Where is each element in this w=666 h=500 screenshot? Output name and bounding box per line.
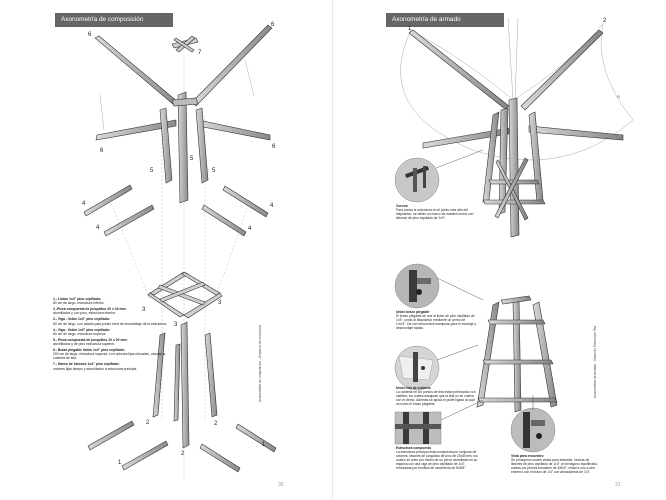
right-page-title: Axonometría de armado — [386, 13, 504, 27]
label-6: 6 — [100, 148, 104, 154]
frame-3 — [147, 271, 223, 319]
label-1: 1 — [408, 26, 412, 32]
label-2: 2 — [146, 420, 150, 426]
label-2: 2 — [603, 18, 607, 24]
detail-photo-crown — [394, 157, 440, 203]
legend-item: 7.- Marco de listones 1x4" pino cepillad… — [53, 362, 138, 371]
label-1: 1 — [118, 460, 122, 466]
leader-lines — [435, 149, 534, 421]
legend-item: 6.- Brazo plegable listón 1x3" pino cepi… — [53, 348, 166, 361]
assembled-tower-top — [482, 97, 546, 238]
bars-4 — [83, 184, 269, 237]
label-5: 5 — [150, 168, 154, 174]
legend-item: 2.-Pieza compuesta de junquillos 20 x 30… — [53, 307, 127, 316]
left-vertical-caption: Axonometría de composición - Despiece de… — [258, 325, 262, 402]
label-A: A — [617, 94, 621, 99]
label-6: 6 — [271, 22, 275, 28]
detail-photos — [394, 157, 556, 453]
right-vertical-caption: Axonometría de armado - Vistas de Estruc… — [593, 325, 597, 398]
label-3: 3 — [174, 322, 178, 328]
legend-item: 5.- Pieza compuesta de junquillos 20 x 2… — [53, 337, 128, 347]
detail-photo-joint — [510, 407, 556, 453]
column-pieces-2 — [152, 321, 218, 449]
right-page: Axonometría de armado — [333, 0, 666, 500]
label-1: 1 — [262, 442, 266, 448]
label-5: 5 — [212, 168, 216, 174]
label-6: 6 — [272, 144, 276, 150]
detail-photo-structure — [394, 411, 442, 445]
parts-legend: 1.- Listón 1x4" pino cepillado:60 cm de … — [53, 297, 173, 373]
right-page-number: 31 — [615, 482, 621, 488]
legend-item: 1.- Listón 1x4" pino cepillado:60 cm de … — [53, 297, 105, 306]
left-page-title: Axonometría de composición — [55, 13, 173, 27]
composition-axonometric-drawing: 6 7 6 6 6 5 5 5 4 4 4 4 3 3 3 2 2 2 1 1 — [82, 22, 277, 480]
bars-1 — [87, 420, 277, 473]
assembly-labels: 1 2 A — [408, 18, 621, 99]
detail-photo-fabric — [394, 345, 440, 391]
label-4: 4 — [248, 226, 252, 232]
left-page-number: 30 — [278, 482, 284, 488]
legend-item: 3.- Viga - listón 1x3" pino cepillado:60… — [53, 317, 168, 326]
label-7: 7 — [198, 50, 202, 56]
dimension-marks — [99, 59, 255, 131]
label-4: 4 — [96, 225, 100, 231]
label-3: 3 — [142, 307, 146, 313]
left-page: Axonometría de composición — [53, 13, 284, 488]
label-2: 2 — [181, 451, 185, 457]
guide-lines — [109, 55, 251, 480]
label-4: 4 — [82, 201, 86, 207]
label-3: 3 — [218, 300, 222, 306]
label-6: 6 — [88, 32, 92, 38]
legend-item: 4.- Viga - listón 1x3" pino cepillado:60… — [53, 327, 111, 336]
label-5: 5 — [190, 156, 194, 162]
top-frame — [171, 35, 199, 53]
detail-photo-hinge — [394, 263, 440, 309]
assembly-axonometric-drawing: 1 2 A — [394, 17, 634, 453]
central-column — [159, 91, 209, 204]
part-labels: 6 7 6 6 6 5 5 5 4 4 4 4 3 3 3 2 2 2 1 1 — [82, 22, 276, 466]
label-4: 4 — [270, 203, 274, 209]
assembled-tower-bottom — [476, 295, 558, 413]
label-2: 2 — [214, 421, 218, 427]
assembled-arms — [408, 29, 624, 149]
